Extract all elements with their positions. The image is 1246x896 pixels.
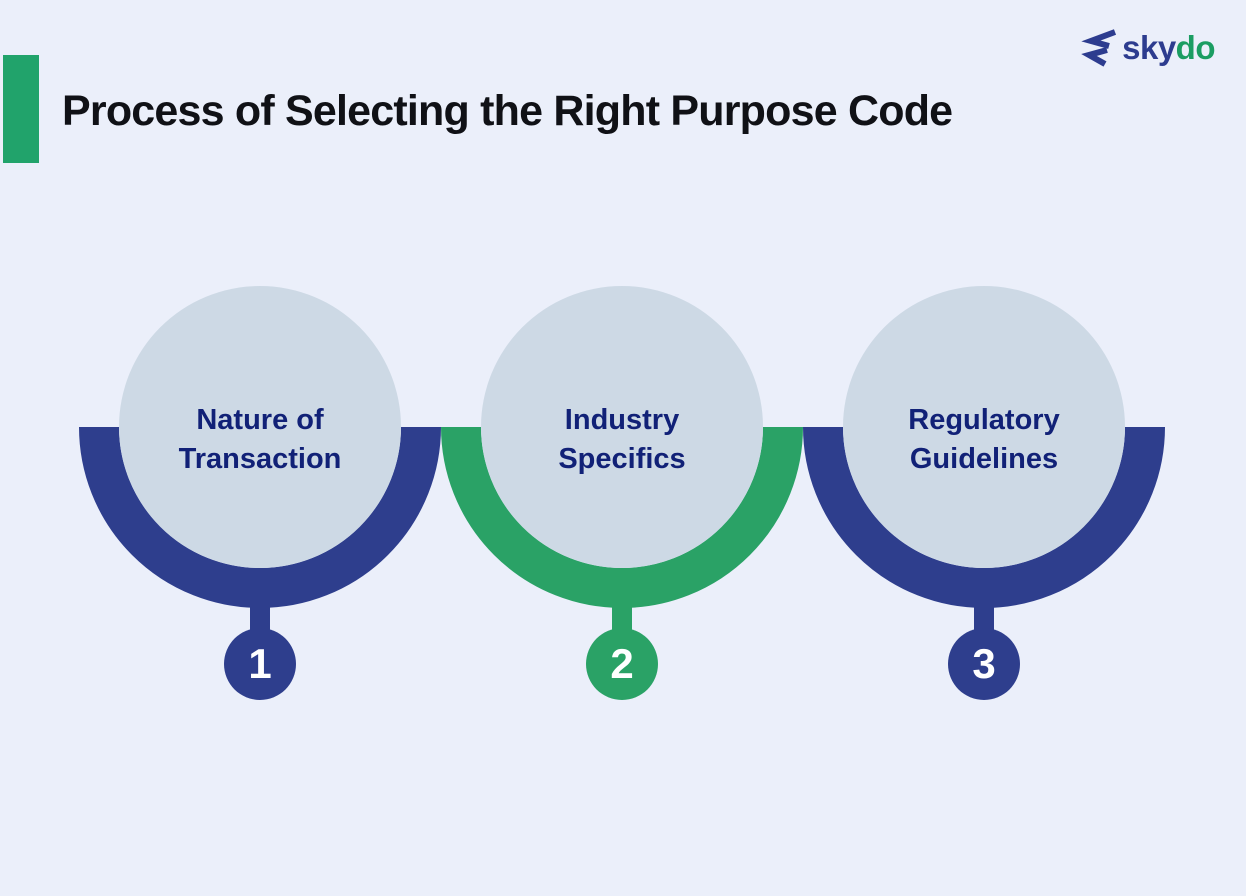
- step-1: Nature of Transaction 1: [79, 0, 441, 770]
- step-3-number: 3: [972, 640, 996, 687]
- step-2-stem: [612, 600, 632, 636]
- logo-text-sky: sky: [1122, 29, 1176, 66]
- step-2-number: 2: [610, 640, 634, 687]
- step-2-bubble: Industry Specifics: [481, 286, 763, 568]
- step-1-bubble: Nature of Transaction: [119, 286, 401, 568]
- skydo-chevron-icon: [1081, 29, 1117, 67]
- logo-text-do: do: [1175, 29, 1216, 66]
- step-3-bubble: Regulatory Guidelines: [843, 286, 1125, 568]
- step-3-stem: [974, 600, 994, 636]
- step-1-label: Nature of Transaction: [178, 404, 342, 475]
- step-1-number-badge: 1: [224, 628, 296, 700]
- title-accent-bar: [3, 55, 39, 163]
- page-title: Process of Selecting the Right Purpose C…: [62, 87, 953, 135]
- step-1-stem: [250, 600, 270, 636]
- step-2-number-badge: 2: [586, 628, 658, 700]
- step-3-label: Regulatory Guidelines: [908, 404, 1060, 475]
- step-2: Industry Specifics 2: [441, 0, 803, 770]
- step-3: Regulatory Guidelines 3: [803, 0, 1165, 770]
- brand-logo: skydo: [1079, 28, 1216, 68]
- step-1-number: 1: [248, 640, 272, 687]
- step-2-label: Industry Specifics: [558, 404, 686, 475]
- logo-wordmark: skydo: [1122, 28, 1215, 68]
- step-3-number-badge: 3: [948, 628, 1020, 700]
